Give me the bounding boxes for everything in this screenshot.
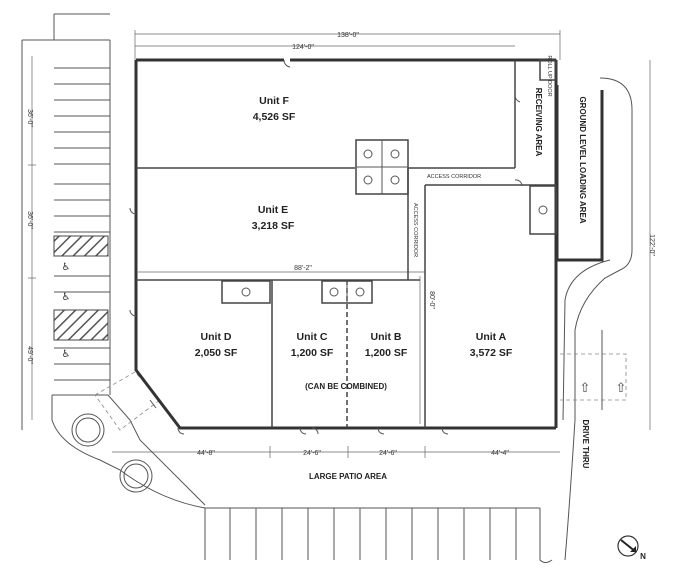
interior-walls	[136, 60, 556, 428]
parking-stripes	[53, 13, 111, 395]
unit-e-name: Unit E	[258, 204, 288, 216]
unit-f-name: Unit F	[259, 95, 289, 107]
unit-d-frontage: 44'-8"	[197, 450, 215, 457]
restroom-block-f-e	[355, 139, 409, 195]
access-corridor-horizontal-label: ACCESS CORRIDOR	[427, 174, 481, 180]
unit-e-area: 3,218 SF	[252, 220, 295, 232]
drive-thru-label: DRIVE THRU	[581, 420, 590, 469]
overall-depth-dimension: 122'-0"	[648, 234, 655, 256]
north-arrow-icon: N	[617, 535, 646, 561]
drive-thru-lane: ⇧ ⇧	[560, 77, 633, 561]
inner-width-dimension: 88'-2"	[294, 265, 312, 272]
unit-b-frontage: 24'-6"	[379, 450, 397, 457]
restroom-unit-d	[221, 280, 271, 304]
overall-width-dimension: 138'-0"	[337, 32, 359, 39]
unit-c-name: Unit C	[297, 331, 328, 343]
inner-depth-dimension: 80'-0"	[428, 291, 435, 309]
unit-a-name: Unit A	[476, 331, 507, 343]
unit-d-name: Unit D	[201, 331, 232, 343]
unit-d-area: 2,050 SF	[195, 347, 238, 359]
unit-c-area: 1,200 SF	[291, 347, 334, 359]
curb-islands	[51, 371, 206, 509]
north-label: N	[640, 552, 646, 561]
restroom-unit-a	[529, 185, 557, 235]
doors	[129, 59, 523, 435]
ground-level-loading-label: GROUND LEVEL LOADING AREA	[578, 96, 587, 223]
dimensions	[28, 30, 651, 458]
roll-up-door	[539, 59, 557, 81]
drive-thru-arrow-icon: ⇧	[616, 381, 627, 396]
unit-b-area: 1,200 SF	[365, 347, 408, 359]
receiving-area-label: RECEIVING AREA	[534, 88, 543, 157]
west-parking-lot: ♿ ♿ ♿	[21, 13, 111, 430]
unit-b-name: Unit B	[371, 331, 402, 343]
accessible-parking-icon: ♿	[62, 262, 71, 273]
left-dimension-top: 36'-0"	[26, 109, 33, 127]
left-dimension-mid: 36'-0"	[26, 211, 33, 229]
accessible-aisle-2	[53, 309, 109, 341]
unit-f-area: 4,526 SF	[253, 111, 296, 123]
drive-thru-arrow-icon: ⇧	[580, 381, 591, 396]
south-parking-lot	[204, 507, 553, 563]
can-be-combined-note: (CAN BE COMBINED)	[305, 382, 387, 391]
unit-a-area: 3,572 SF	[470, 347, 513, 359]
roll-up-door-label: ROLL UP DOOR	[546, 55, 552, 96]
accessible-aisle-1	[53, 235, 109, 257]
unit-c-frontage: 24'-6"	[303, 450, 321, 457]
left-dimension-bottom: 49'-0"	[26, 346, 33, 364]
building-outline	[134, 58, 558, 430]
unit-a-frontage: 44'-4"	[491, 450, 509, 457]
accessible-parking-icon: ♿	[62, 292, 71, 303]
accessible-parking-icon: ♿	[62, 349, 71, 360]
north-width-dimension: 124'-0"	[292, 44, 314, 51]
restroom-unit-c-b	[321, 280, 373, 304]
access-corridor-vertical-label: ACCESS CORRIDOR	[412, 203, 418, 257]
large-patio-label: LARGE PATIO AREA	[309, 472, 387, 481]
